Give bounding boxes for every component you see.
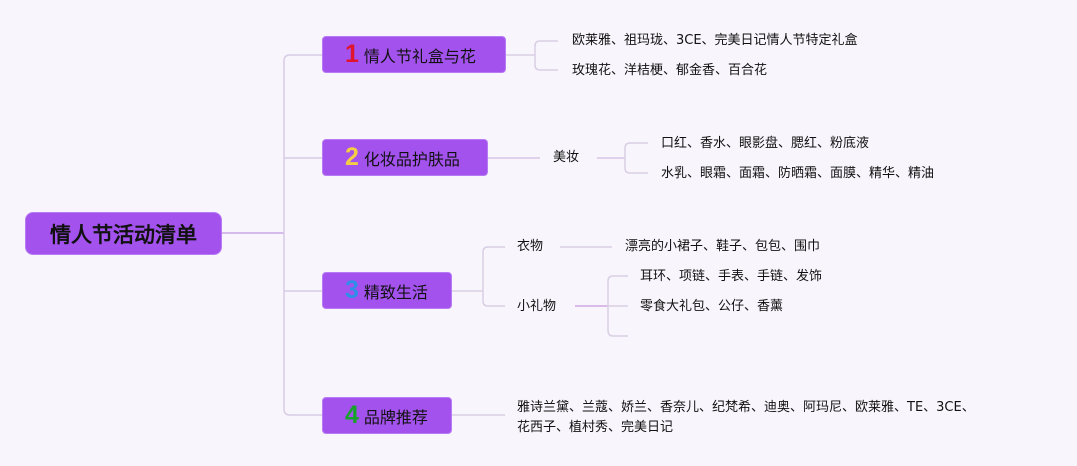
category-label: 品牌推荐 <box>363 407 428 427</box>
leaf-node[interactable]: 漂亮的小裙子、鞋子、包包、围巾 <box>625 239 821 254</box>
root-node[interactable]: 情人节活动清单 <box>25 212 222 255</box>
leaf-node-continued[interactable]: 花西子、植村秀、完美日记 <box>517 420 674 435</box>
leaf-node[interactable]: 雅诗兰黛、兰蔻、娇兰、香奈儿、纪梵希、迪奥、阿玛尼、欧莱雅、TE、3CE、 <box>517 400 975 415</box>
subtopic-node[interactable]: 衣物 <box>517 239 544 254</box>
root-label: 情人节活动清单 <box>50 222 197 247</box>
leaf-node[interactable]: 水乳、眼霜、面霜、防晒霜、面膜、精华、精油 <box>661 166 935 181</box>
number-badge: 3 <box>345 276 359 304</box>
number-badge: 4 <box>345 401 359 429</box>
leaf-node[interactable]: 口红、香水、眼影盘、腮红、粉底液 <box>661 136 870 151</box>
number-badge: 2 <box>345 143 359 171</box>
subtopic-node[interactable]: 美妆 <box>553 150 580 165</box>
category-label: 情人节礼盒与花 <box>363 46 476 66</box>
leaf-node[interactable]: 欧莱雅、祖玛珑、3CE、完美日记情人节特定礼盒 <box>572 33 858 48</box>
category-label: 化妆品护肤品 <box>363 149 460 169</box>
leaf-node[interactable]: 玫瑰花、洋桔梗、郁金香、百合花 <box>572 63 768 78</box>
number-badge: 1 <box>345 40 359 68</box>
leaf-node[interactable]: 耳环、项链、手表、手链、发饰 <box>640 269 823 284</box>
category-label: 精致生活 <box>363 282 428 302</box>
subtopic-node[interactable]: 小礼物 <box>517 299 557 314</box>
leaf-node[interactable]: 零食大礼包、公仔、香薰 <box>640 299 784 314</box>
